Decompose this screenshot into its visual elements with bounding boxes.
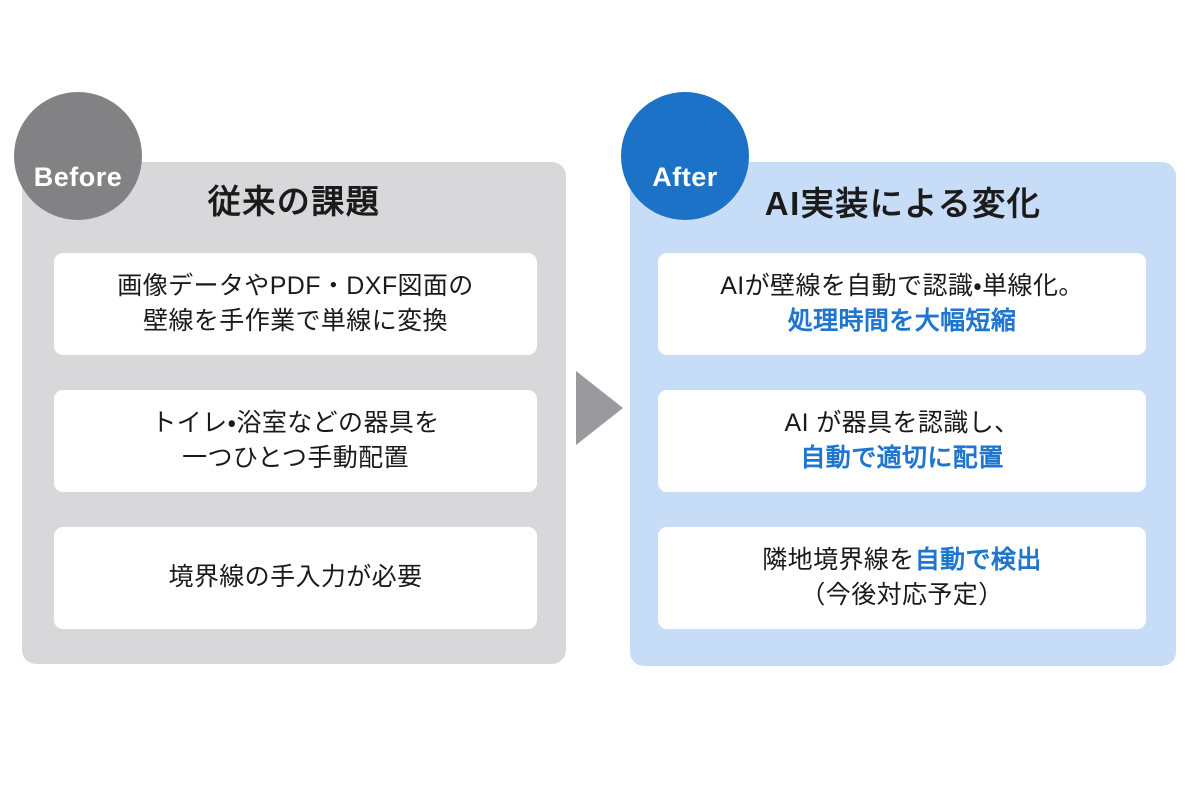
arrow-right-icon <box>576 371 623 445</box>
before-card-2-line-1: トイレ・浴室などの器具を <box>151 408 440 437</box>
after-card-3-text: 隣地境界線を自動で検出 （今後対応予定） <box>762 543 1041 614</box>
before-card-1: 画像データやPDF・DXF図面の 壁線を手作業で単線に変換 <box>54 253 537 355</box>
after-card-2-highlight: 自動で適切に配置 <box>800 444 1004 472</box>
after-panel-title: AI実装による変化 <box>764 185 1042 222</box>
before-card-2-line-2: 一つひとつ手動配置 <box>182 444 409 472</box>
before-card-3-line-1: 境界線の手入力が必要 <box>168 563 423 592</box>
before-card-2-text: トイレ・浴室などの器具を 一つひとつ手動配置 <box>151 406 439 477</box>
after-card-3-highlight: 自動で検出 <box>914 545 1042 574</box>
after-card-3: 隣地境界線を自動で検出 （今後対応予定） <box>658 527 1146 629</box>
after-card-3-line-2: （今後対応予定） <box>800 581 1004 609</box>
after-card-1-line-2: 処理時間を大幅短縮 <box>720 304 1084 340</box>
after-badge: After <box>621 92 749 220</box>
before-panel: 従来の課題 画像データやPDF・DXF図面の 壁線を手作業で単線に変換 トイレ・… <box>22 162 566 664</box>
before-card-3-text: 境界線の手入力が必要 <box>168 560 422 596</box>
after-card-3-line-1-plain: 隣地境界線を <box>762 545 915 574</box>
before-card-1-line-1: 画像データやPDF・DXF図面の <box>117 271 474 300</box>
before-card-1-line-2: 壁線を手作業で単線に変換 <box>143 307 448 335</box>
after-card-list: AIが壁線を自動で認識・単線化。 処理時間を大幅短縮 AI が器具を認識し、 自… <box>658 253 1146 629</box>
before-card-list: 画像データやPDF・DXF図面の 壁線を手作業で単線に変換 トイレ・浴室などの器… <box>54 253 537 629</box>
before-badge-label: Before <box>33 161 123 192</box>
after-card-1: AIが壁線を自動で認識・単線化。 処理時間を大幅短縮 <box>658 253 1146 355</box>
after-card-2-text: AI が器具を認識し、 自動で適切に配置 <box>785 406 1020 477</box>
after-card-1-line-1: AIが壁線を自動で認識・単線化。 <box>720 271 1084 300</box>
after-badge-label: After <box>652 161 718 192</box>
before-card-2: トイレ・浴室などの器具を 一つひとつ手動配置 <box>54 390 537 492</box>
before-card-1-text: 画像データやPDF・DXF図面の 壁線を手作業で単線に変換 <box>117 269 473 340</box>
after-card-3-line-1: 隣地境界線を自動で検出 <box>762 543 1041 579</box>
before-badge: Before <box>14 92 142 220</box>
after-card-2-line-1: AI が器具を認識し、 <box>784 408 1020 437</box>
after-panel: AI実装による変化 AIが壁線を自動で認識・単線化。 処理時間を大幅短縮 AI … <box>630 162 1176 666</box>
before-card-3: 境界線の手入力が必要 <box>54 527 537 629</box>
after-card-1-text: AIが壁線を自動で認識・単線化。 処理時間を大幅短縮 <box>720 269 1084 340</box>
before-panel-title: 従来の課題 <box>207 183 381 220</box>
after-card-2: AI が器具を認識し、 自動で適切に配置 <box>658 390 1146 492</box>
after-card-2-line-2: 自動で適切に配置 <box>785 441 1020 477</box>
after-card-1-highlight: 処理時間を大幅短縮 <box>787 307 1017 335</box>
